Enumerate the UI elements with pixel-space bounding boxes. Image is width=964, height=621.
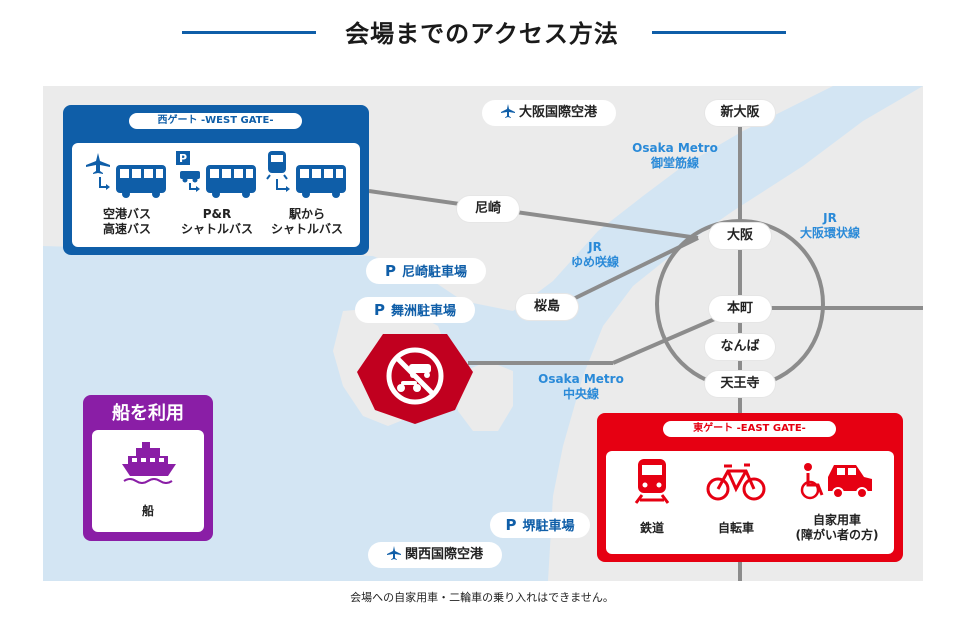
ship-header: 船を利用: [112, 403, 184, 424]
station-namba[interactable]: なんば: [705, 334, 775, 360]
station-tennoji[interactable]: 天王寺: [705, 371, 775, 397]
line-label-midosuji-en: Osaka Metro: [632, 141, 718, 155]
east-option-private-car-line2: (障がい者の方): [795, 528, 879, 542]
west-option-park-ride-line1: P&R: [202, 207, 232, 221]
line-label-jr-yumesaki-en: JR: [588, 240, 602, 254]
east-gate-card: 東ゲート -EAST GATE- 鉄道 自転車 自家用車 (障がい者の方): [597, 413, 903, 562]
airport-itami[interactable]: 大阪国際空港: [482, 100, 616, 126]
title-rule-right: [652, 31, 786, 34]
station-shin-osaka[interactable]: 新大阪: [705, 100, 775, 126]
rail-amagasaki-osaka: [368, 189, 699, 240]
parking-maishima-label: 舞洲駐車場: [390, 304, 456, 319]
airport-itami-label: 大阪国際空港: [518, 105, 597, 120]
train-icon: [634, 459, 670, 504]
svg-text:P: P: [179, 152, 187, 165]
airplane-icon: [386, 546, 401, 560]
river: [599, 86, 886, 319]
east-gate-options: 鉄道 自転車 自家用車 (障がい者の方): [606, 451, 894, 554]
west-option-airport-bus: 空港バス 高速バス: [86, 207, 168, 237]
station-osaka[interactable]: 大阪: [709, 223, 771, 249]
airplane-icon: [500, 104, 515, 118]
venue-no-vehicle-badge: [357, 334, 473, 424]
title-rule-left: [182, 31, 316, 34]
line-label-midosuji-ja: 御堂筋線: [650, 156, 699, 170]
line-label-jr-loop-en: JR: [823, 211, 837, 225]
parking-amagasaki-label: 尼崎駐車場: [401, 265, 467, 280]
east-option-bicycle: 自転車: [717, 521, 754, 535]
parking-amagasaki[interactable]: P 尼崎駐車場: [366, 258, 486, 284]
page-title: 会場までのアクセス方法: [345, 20, 619, 48]
parking-sakai-label: 堺駐車場: [522, 519, 575, 534]
west-gate-card: 西ゲート -WEST GATE- 空港バス 高速バス P P&R シ: [63, 105, 369, 255]
line-label-jr-yumesaki-ja: ゆめ咲線: [570, 255, 619, 269]
title-area: 会場までのアクセス方法: [0, 0, 964, 64]
east-option-railway: 鉄道: [639, 521, 664, 535]
station-sakurajima[interactable]: 桜島: [516, 294, 578, 320]
line-label-chuo-en: Osaka Metro: [538, 372, 624, 386]
plane-to-bus-icon: [86, 153, 166, 198]
wheelchair-car-icon: [800, 463, 872, 500]
line-label-jr-loop: JR 大阪環状線: [785, 211, 875, 241]
west-gate-options: 空港バス 高速バス P P&R シャトルバス: [72, 143, 360, 247]
bicycle-icon: [706, 463, 766, 501]
ship-card: 船を利用 船: [83, 395, 213, 541]
footnote: 会場への自家用車・二輪車の乗り入れはできません。: [350, 591, 614, 604]
line-label-midosuji: Osaka Metro 御堂筋線: [620, 141, 730, 171]
train-to-bus-icon: [266, 151, 346, 198]
parking-sakai[interactable]: P 堺駐車場: [490, 512, 590, 538]
sea-area: [43, 86, 923, 581]
west-option-station-shuttle: 駅から シャトルバス: [266, 207, 348, 237]
line-label-chuo-ja: 中央線: [562, 387, 599, 401]
airport-kansai[interactable]: 関西国際空港: [368, 542, 502, 568]
west-option-park-ride-line2: シャトルバス: [180, 222, 253, 236]
west-option-airport-bus-line2: 高速バス: [102, 222, 151, 236]
ship-option: 船: [92, 430, 204, 532]
east-option-private-car-line1: 自家用車: [812, 513, 861, 527]
east-gate-header: 東ゲート -EAST GATE-: [663, 421, 836, 437]
parking-icon: P: [384, 262, 396, 280]
ship-icon: [122, 442, 176, 484]
ship-label: 船: [141, 504, 154, 518]
west-option-park-ride: P&R シャトルバス: [176, 207, 258, 237]
line-label-jr-loop-ja: 大阪環状線: [799, 226, 860, 240]
car-bike-icon: [397, 364, 431, 392]
east-option-private-car: 自家用車 (障がい者の方): [784, 513, 890, 543]
airport-kansai-label: 関西国際空港: [404, 547, 483, 562]
parking-icon: P: [373, 301, 385, 319]
line-label-chuo: Osaka Metro 中央線: [526, 372, 636, 402]
west-option-airport-bus-line1: 空港バス: [102, 207, 151, 221]
west-option-station-shuttle-line2: シャトルバス: [270, 222, 343, 236]
parking-maishima[interactable]: P 舞洲駐車場: [355, 297, 475, 323]
west-gate-header: 西ゲート -WEST GATE-: [129, 113, 302, 129]
station-amagasaki[interactable]: 尼崎: [457, 196, 519, 222]
parking-icon: P: [505, 516, 517, 534]
parking-car-to-bus-icon: P: [176, 151, 256, 198]
west-option-station-shuttle-line1: 駅から: [288, 207, 325, 221]
station-honmachi[interactable]: 本町: [709, 296, 771, 322]
no-entry-ring-icon: [386, 347, 444, 405]
line-label-jr-yumesaki: JR ゆめ咲線: [550, 240, 640, 270]
